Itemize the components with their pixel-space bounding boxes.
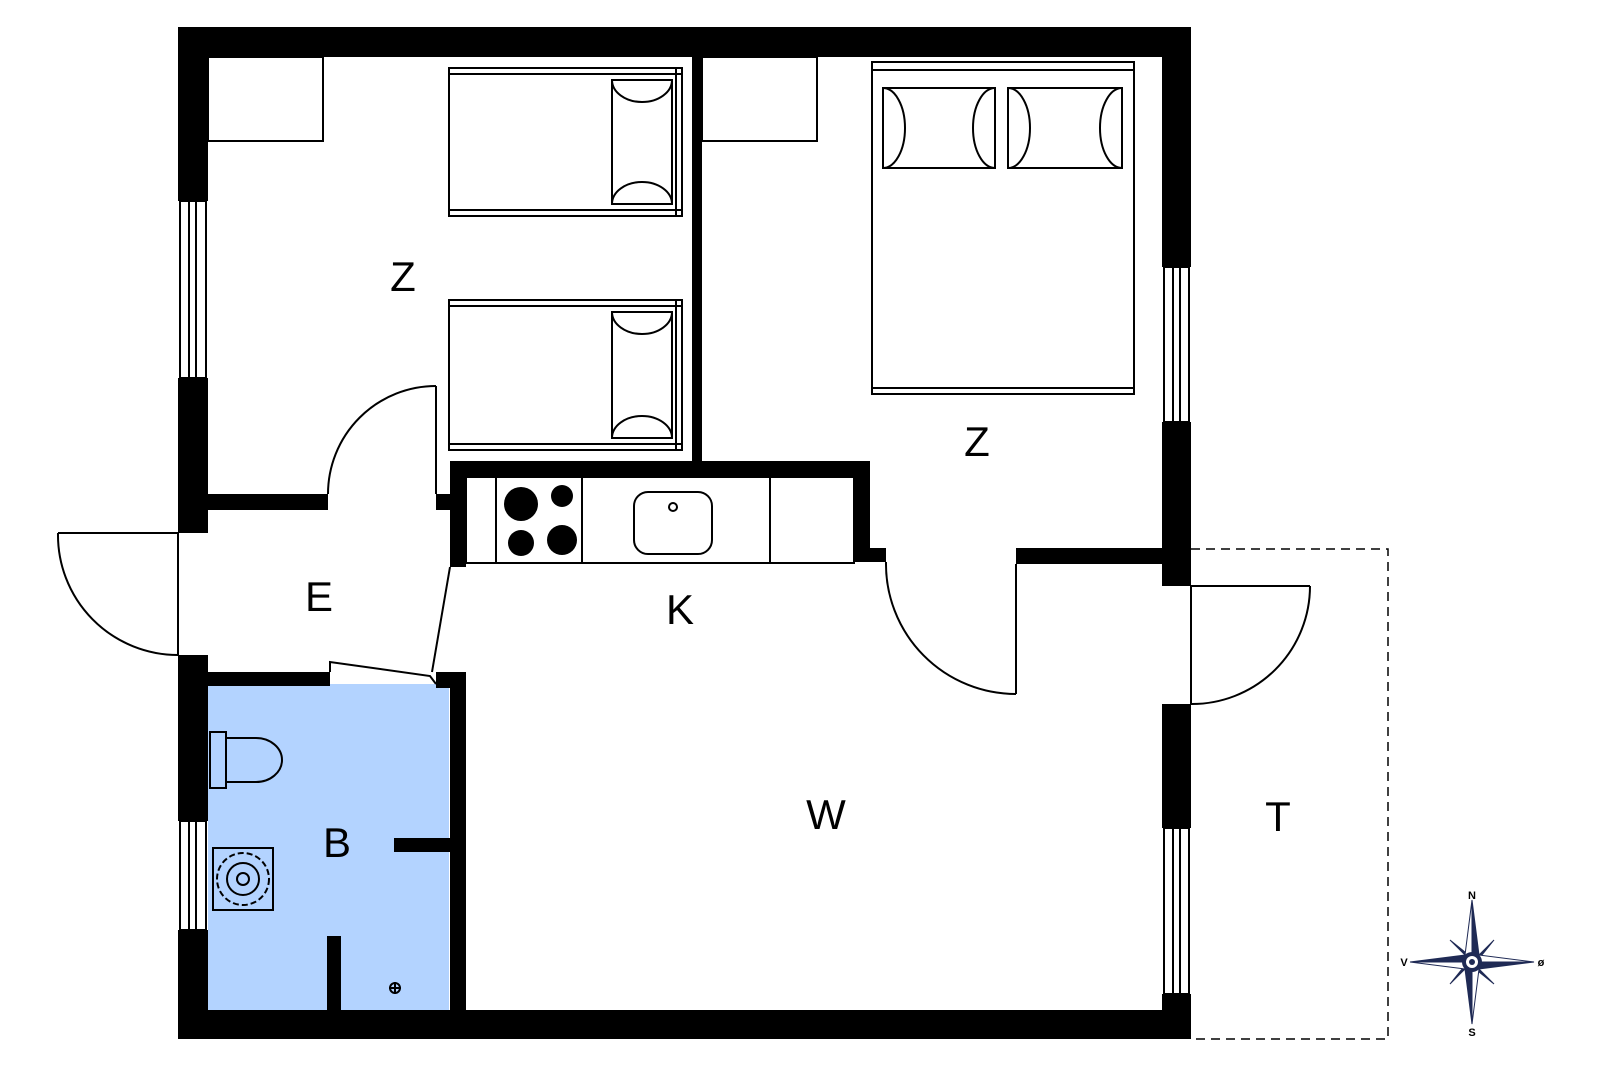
terrace-outline (1191, 548, 1389, 1040)
compass-east: ø (1538, 957, 1545, 969)
room-label-bathroom: B (323, 819, 351, 866)
compass-west: V (1400, 957, 1408, 969)
room-label-bedroom-left: Z (390, 253, 416, 300)
stove (504, 485, 577, 556)
furniture (207, 56, 1135, 994)
room-label-entrance: E (305, 573, 333, 620)
room-label-kitchen: K (666, 586, 694, 633)
walls (178, 27, 1191, 1039)
compass-north: N (1468, 890, 1476, 902)
windows (179, 200, 1190, 995)
room-label-living: W (806, 791, 846, 838)
doors (56, 385, 1311, 706)
room-label-terrace: T (1265, 793, 1291, 840)
compass-rose (1409, 899, 1535, 1025)
room-label-bedroom-right: Z (964, 418, 990, 465)
compass-south: S (1468, 1027, 1475, 1039)
washbasin-ring (216, 852, 270, 906)
